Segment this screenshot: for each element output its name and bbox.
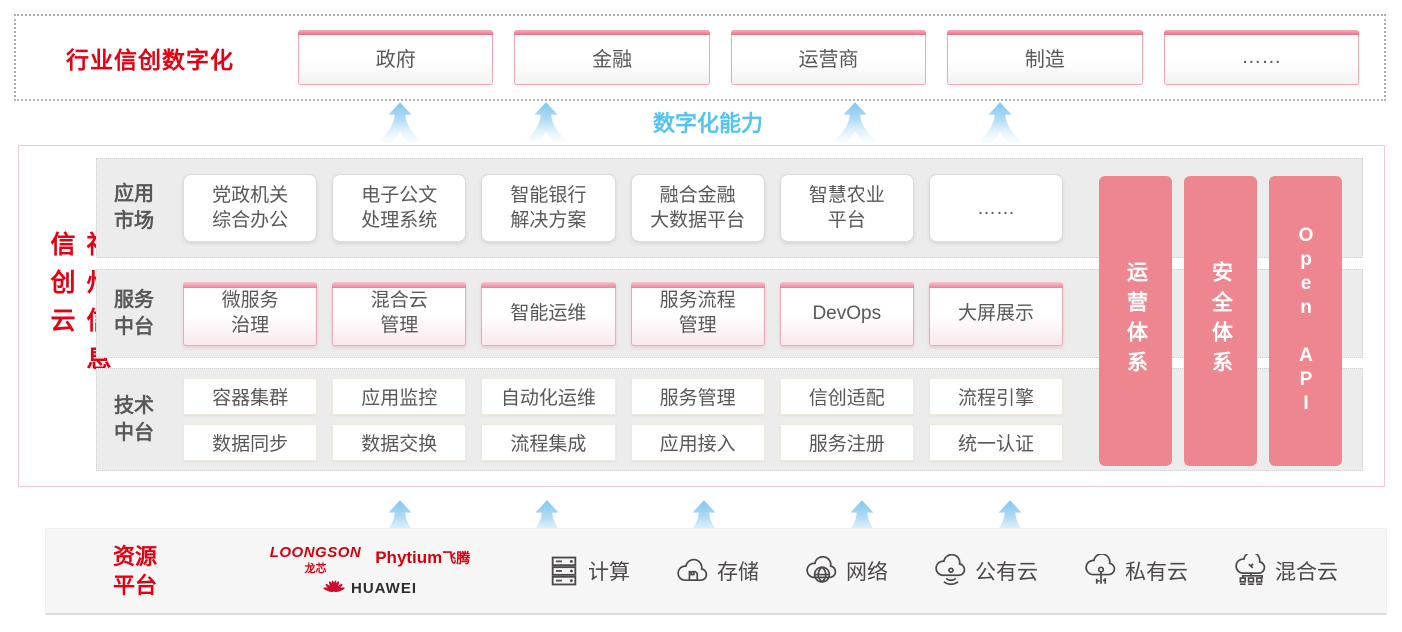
huawei-flower-icon xyxy=(323,579,345,592)
resource-item-label: 公有云 xyxy=(975,561,1038,584)
huawei-logo-text: HUAWEI xyxy=(351,580,417,597)
resource-item-storage: 存储 xyxy=(676,554,759,588)
service-card: 微服务 治理 xyxy=(183,281,318,346)
tech-platform-label: 技术 中台 xyxy=(114,394,154,444)
up-arrow-icon xyxy=(834,102,876,143)
resource-item-label: 网络 xyxy=(846,561,888,584)
network-icon xyxy=(806,555,837,584)
loongson-logo: LOONGSON 龙芯 xyxy=(270,544,362,576)
service-card: 大屏展示 xyxy=(928,281,1064,346)
app-market-label: 应用 市场 xyxy=(114,183,154,232)
resource-item-network: 网络 xyxy=(805,554,888,588)
industry-item-government: 政府 xyxy=(298,30,494,85)
tech-platform-band: 技术 中台 容器集群 应用监控 自动化运维 服务管理 信创适配 流程引擎 数据同… xyxy=(96,368,1363,471)
industry-item-manufacturing: 制造 xyxy=(947,30,1144,85)
pillar-open-api: Open API xyxy=(1269,176,1342,466)
tech-card: 应用接入 xyxy=(630,424,765,461)
service-platform-band: 服务 中台 微服务 治理 混合云 管理 智能运维 服务流程 管理 DevOps … xyxy=(96,269,1363,358)
phytium-logo-text: Phytium xyxy=(375,547,443,567)
resource-platform-section: 资源 平台 LOONGSON 龙芯 Phytium 飞腾 xyxy=(45,528,1387,615)
up-arrow-icon xyxy=(379,102,421,143)
phytium-logo: Phytium 飞腾 xyxy=(375,548,470,568)
app-market-cards: 党政机关 综合办公 电子公文 处理系统 智能银行 解决方案 融合金融 大数据平台… xyxy=(183,174,1064,242)
vendor-logos: LOONGSON 龙芯 Phytium 飞腾 xyxy=(255,544,485,599)
tech-card: 服务管理 xyxy=(630,378,765,415)
cloud-platform-section: 神州信息信创云 应用 市场 党政机关 综合办公 电子公文 处理系统 智能银行 解… xyxy=(18,145,1385,487)
resource-item-hybrid-cloud: 混合云 xyxy=(1234,554,1338,588)
huawei-logo: HUAWEI xyxy=(323,579,417,599)
resource-item-label: 混合云 xyxy=(1275,561,1338,584)
industry-section-title: 行业信创数字化 xyxy=(66,46,234,73)
resource-item-label: 计算 xyxy=(588,561,630,584)
loongson-logo-cn: 龙芯 xyxy=(304,562,327,575)
tech-card: 流程引擎 xyxy=(928,378,1064,415)
app-card: 融合金融 大数据平台 xyxy=(630,174,765,242)
industry-items: 政府 金融 运营商 制造 …… xyxy=(298,30,1360,85)
app-card: 党政机关 综合办公 xyxy=(183,174,318,242)
tech-card: 服务注册 xyxy=(779,424,914,461)
pillar-security-system: 安全体系 xyxy=(1184,176,1257,466)
industry-digitalization-section: 行业信创数字化 政府 金融 运营商 制造 …… xyxy=(14,14,1386,101)
resource-platform-label: 资源 平台 xyxy=(113,544,158,598)
hybrid-cloud-icon xyxy=(1235,554,1266,586)
resource-item-compute: 计算 xyxy=(547,554,630,588)
industry-item-label: 运营商 xyxy=(798,48,859,71)
resource-item-private-cloud: 私有云 xyxy=(1084,554,1188,588)
tech-card: 流程集成 xyxy=(481,424,616,461)
phytium-logo-cn: 飞腾 xyxy=(442,549,471,566)
industry-item-label: 制造 xyxy=(1024,48,1065,71)
tech-card: 数据交换 xyxy=(332,424,467,461)
service-card: 混合云 管理 xyxy=(332,281,467,346)
tech-card: 统一认证 xyxy=(928,424,1064,461)
service-card: 智能运维 xyxy=(481,281,616,346)
tech-row: 容器集群 应用监控 自动化运维 服务管理 信创适配 流程引擎 xyxy=(183,378,1064,415)
service-platform-label: 服务 中台 xyxy=(114,288,154,338)
compute-icon xyxy=(551,556,577,586)
industry-item-label: …… xyxy=(1241,45,1282,68)
app-card-more: …… xyxy=(928,174,1064,242)
industry-item-label: 金融 xyxy=(592,48,633,71)
logo-row: LOONGSON 龙芯 Phytium 飞腾 xyxy=(270,544,471,576)
up-arrow-icon xyxy=(979,102,1021,143)
industry-item-finance: 金融 xyxy=(514,30,711,85)
app-market-band: 应用 市场 党政机关 综合办公 电子公文 处理系统 智能银行 解决方案 融合金融… xyxy=(96,158,1363,258)
resource-item-public-cloud: 公有云 xyxy=(934,554,1038,588)
service-card: DevOps xyxy=(779,281,915,346)
app-card: 智能银行 解决方案 xyxy=(481,174,616,242)
pillar-operation-system: 运营体系 xyxy=(1099,176,1172,466)
app-card: 智慧农业 平台 xyxy=(779,174,914,242)
tech-card: 信创适配 xyxy=(779,378,914,415)
tech-card: 自动化运维 xyxy=(481,378,616,415)
up-arrow-icon xyxy=(525,102,567,143)
storage-icon xyxy=(677,558,708,582)
tech-row: 数据同步 数据交换 流程集成 应用接入 服务注册 统一认证 xyxy=(183,424,1064,461)
tech-card: 容器集群 xyxy=(183,378,318,415)
loongson-logo-text: LOONGSON xyxy=(269,543,362,561)
industry-item-more: …… xyxy=(1163,30,1360,85)
tech-card: 数据同步 xyxy=(183,424,318,461)
resource-items: 计算 存储 网络 xyxy=(547,554,1338,588)
tech-card: 应用监控 xyxy=(332,378,467,415)
industry-item-label: 政府 xyxy=(375,48,416,71)
service-platform-cards: 微服务 治理 混合云 管理 智能运维 服务流程 管理 DevOps 大屏展示 xyxy=(183,281,1064,346)
service-card: 服务流程 管理 xyxy=(630,281,765,346)
private-cloud-icon xyxy=(1085,554,1116,584)
tech-platform-cards: 容器集群 应用监控 自动化运维 服务管理 信创适配 流程引擎 数据同步 数据交换… xyxy=(183,378,1064,461)
resource-item-label: 私有云 xyxy=(1125,561,1188,584)
public-cloud-icon xyxy=(935,554,966,586)
resource-item-label: 存储 xyxy=(717,561,759,584)
app-card: 电子公文 处理系统 xyxy=(332,174,467,242)
industry-item-operator: 运营商 xyxy=(730,30,927,85)
capability-label: 数字化能力 xyxy=(652,111,763,136)
